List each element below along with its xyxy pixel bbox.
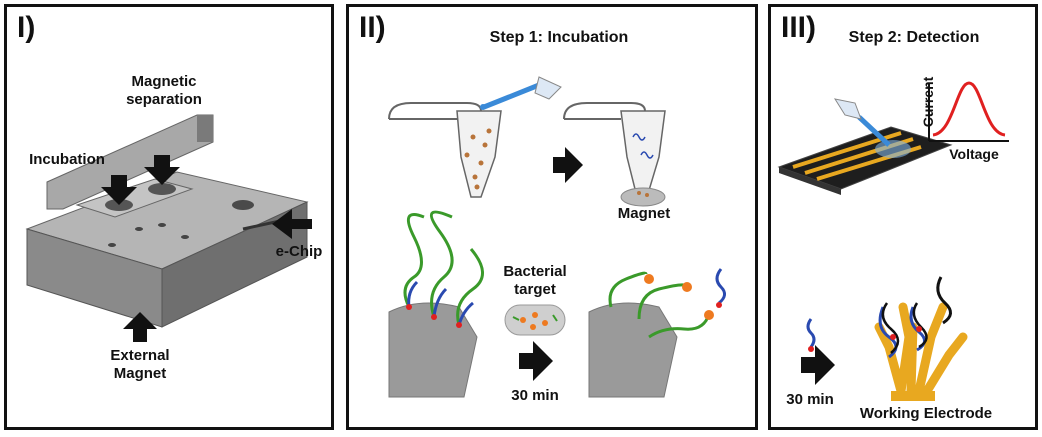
panel-incubation: II) Step 1: Incubation — [346, 4, 758, 430]
bead-surface-right — [588, 302, 678, 398]
step2-title: Step 2: Detection — [848, 29, 980, 46]
e-chip-electrode — [777, 126, 953, 195]
panel-label-2: II) — [359, 11, 386, 44]
panel-label-3: III) — [781, 11, 816, 44]
voltammogram-plot — [928, 81, 1009, 142]
device-illustration — [25, 114, 312, 342]
device-wall-side — [197, 115, 213, 142]
pipette-icon-detection — [833, 98, 891, 147]
dna-probes-right — [608, 268, 726, 339]
arrow-echip-icon — [272, 209, 312, 239]
step1-title: Step 1: Incubation — [489, 29, 629, 46]
arrow-external-magnet-icon — [123, 312, 157, 342]
arrow-30min-detection-icon — [801, 345, 835, 385]
label-incubation: Incubation — [29, 151, 105, 168]
tube-left — [388, 102, 502, 198]
label-external-magnet: External Magnet — [110, 347, 170, 382]
chip-port — [232, 200, 254, 210]
arrow-separation-icon — [144, 155, 180, 185]
arrow-step-icon — [553, 147, 583, 183]
tube-right — [563, 102, 666, 207]
panel-device: I) Magnetic separation Incubation e-Chip… — [4, 4, 334, 430]
label-bacterial-target: Bacterial target — [503, 263, 567, 298]
panel-label-1: I) — [17, 11, 36, 44]
separation-well — [148, 183, 176, 195]
arrow-incubation-icon — [101, 175, 137, 205]
detection-illustration — [777, 81, 1009, 401]
bacterial-cell-icon — [504, 304, 566, 336]
incubation-illustration — [388, 76, 726, 398]
axis-label-voltage: Voltage — [949, 146, 999, 162]
label-working-electrode: Working Electrode — [859, 405, 993, 422]
label-e-chip: e-Chip — [275, 243, 323, 260]
label-magnetic-separation: Magnetic separation — [126, 73, 202, 108]
label-30-min-step2: 30 min — [786, 391, 834, 408]
working-electrode — [874, 276, 968, 401]
arrow-30min-icon — [519, 341, 553, 381]
dna-probes-left — [403, 210, 484, 328]
panel-detection: III) Step 2: Detection — [768, 4, 1038, 430]
magnet-disc — [620, 187, 666, 207]
label-magnet: Magnet — [617, 205, 671, 222]
label-30-min-step1: 30 min — [511, 387, 559, 404]
axis-label-current: Current — [920, 76, 936, 128]
pipette-icon — [480, 76, 562, 110]
